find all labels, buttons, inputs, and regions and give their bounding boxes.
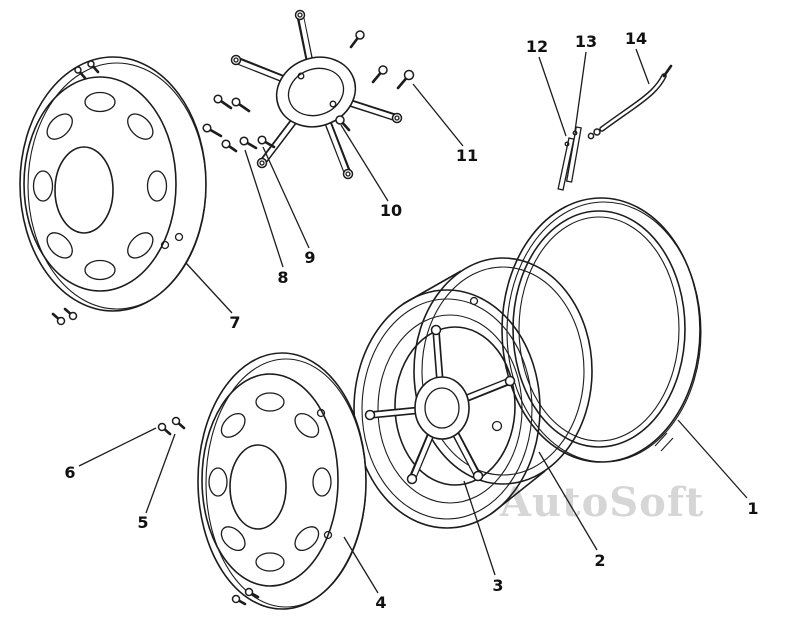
screw xyxy=(74,66,87,80)
screw xyxy=(231,594,247,606)
part-label-14: 14 xyxy=(625,29,647,48)
valve-hole xyxy=(491,420,503,432)
bolt xyxy=(335,115,351,132)
rim-bolt-hole xyxy=(469,296,479,306)
leader-lines xyxy=(78,48,748,594)
leader-3 xyxy=(463,480,496,576)
part-13-clamp-strip xyxy=(565,126,582,183)
screw xyxy=(257,135,276,149)
screw xyxy=(87,60,100,74)
bolt xyxy=(371,65,388,84)
part-10-spider-bracket xyxy=(230,9,403,180)
part-label-10: 10 xyxy=(380,201,402,220)
part-14-valve-stem xyxy=(587,64,673,140)
leader-10 xyxy=(340,124,389,202)
leader-5 xyxy=(145,433,176,514)
leader-1 xyxy=(677,419,748,499)
center-hole xyxy=(229,444,287,530)
screw xyxy=(63,307,78,321)
part-label-2: 2 xyxy=(594,551,605,570)
leader-13 xyxy=(574,51,587,132)
part-4-wheel-cover-front xyxy=(197,352,367,610)
part-label-8: 8 xyxy=(277,268,288,287)
watermark-text: AutoSoft xyxy=(499,479,705,526)
spider-hub xyxy=(414,376,470,440)
part-12-clamp-strip xyxy=(557,137,575,191)
screw xyxy=(157,422,172,436)
vent-holes xyxy=(32,91,168,281)
part-label-3: 3 xyxy=(492,576,503,595)
part-label-1: 1 xyxy=(747,499,758,518)
part-3-wheel-spider xyxy=(364,324,516,485)
leader-2 xyxy=(538,451,598,551)
callout-labels: 1 2 3 4 5 6 7 8 9 10 11 12 13 14 xyxy=(64,29,758,612)
part-label-5: 5 xyxy=(137,513,148,532)
bolt xyxy=(349,30,365,49)
part-label-11: 11 xyxy=(456,146,478,165)
bolt-group xyxy=(349,30,415,90)
leader-7 xyxy=(185,262,233,314)
leader-4 xyxy=(343,536,379,594)
screw xyxy=(231,97,251,113)
part-2-wheel-rim xyxy=(353,257,593,529)
leader-14 xyxy=(635,48,650,85)
leader-6 xyxy=(78,427,157,467)
screw-cluster xyxy=(202,94,276,153)
center-hole xyxy=(54,146,114,234)
part-label-6: 6 xyxy=(64,463,75,482)
screw xyxy=(202,123,223,138)
screw xyxy=(213,94,233,110)
part-7-wheel-cover-rear xyxy=(19,56,207,312)
screw xyxy=(51,312,66,326)
part-1-side-ring xyxy=(501,197,702,463)
leader-11 xyxy=(412,83,464,147)
part-label-13: 13 xyxy=(575,32,597,51)
leader-9 xyxy=(262,146,310,249)
bracket-ring xyxy=(275,56,357,128)
screw xyxy=(171,416,186,430)
part-label-7: 7 xyxy=(229,313,240,332)
part-label-12: 12 xyxy=(526,37,548,56)
screw xyxy=(221,139,238,153)
screw xyxy=(239,136,258,150)
leader-12 xyxy=(538,56,567,137)
part-label-4: 4 xyxy=(375,593,386,612)
vent-holes xyxy=(208,392,332,572)
bolt xyxy=(396,69,415,90)
screw xyxy=(244,587,260,599)
leader-8 xyxy=(244,149,284,268)
part-label-9: 9 xyxy=(304,248,315,267)
